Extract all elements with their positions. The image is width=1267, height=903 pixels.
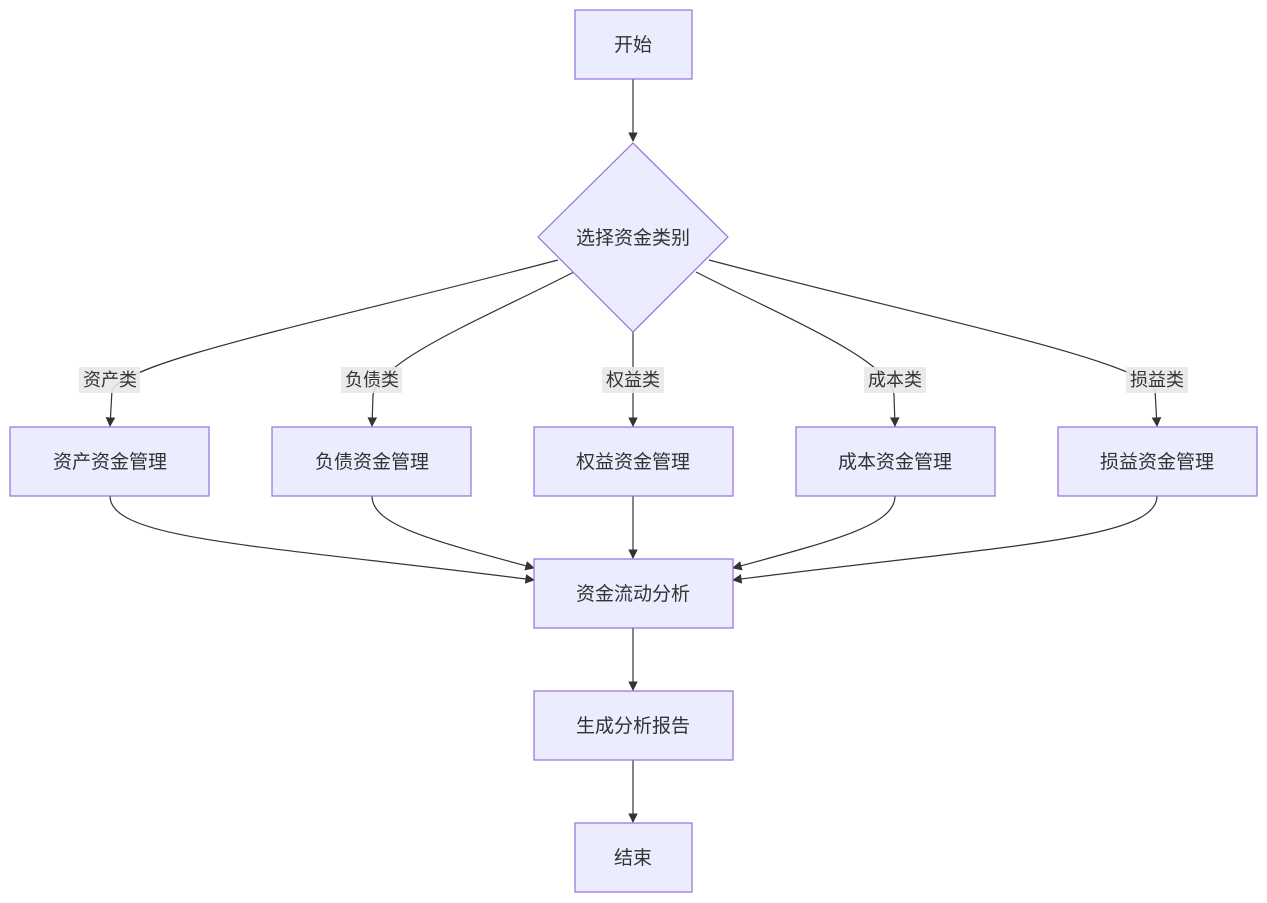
node-equity-mgmt-box	[533, 426, 734, 497]
edge-profit-to-flow	[732, 495, 1158, 584]
edge-label-bg	[341, 367, 402, 393]
node-flow-analysis-label: 资金流动分析	[576, 583, 690, 605]
node-liability-mgmt-box	[271, 426, 472, 497]
node-start[interactable]: 开始	[574, 9, 693, 80]
node-end-label: 结束	[614, 847, 652, 869]
node-report[interactable]: 生成分析报告	[533, 690, 734, 761]
node-select-category[interactable]: 选择资金类别	[537, 142, 729, 333]
edge-label-asset: 资产类	[79, 367, 140, 393]
edge-label-cost-text: 成本类	[868, 370, 922, 391]
edge-label-liability: 负债类	[341, 367, 402, 393]
node-report-box	[533, 690, 734, 761]
edge-label-asset-text: 资产类	[83, 370, 137, 391]
edge-select-to-cost	[695, 271, 900, 427]
node-cost-mgmt[interactable]: 成本资金管理	[795, 426, 996, 497]
decision-diamond	[537, 142, 729, 333]
node-cost-mgmt-label: 成本资金管理	[838, 451, 952, 473]
node-cost-mgmt-box	[795, 426, 996, 497]
node-profit-mgmt-box	[1057, 426, 1258, 497]
edge-select-to-liability	[367, 271, 575, 427]
edge-labels: 资产类 负债类 权益类 成本类 损益类	[79, 367, 1188, 393]
nodes: 开始 选择资金类别 资产资金管理 负债资金管理 权益资金管理 成本资金管理 损益…	[9, 9, 1258, 893]
edges	[105, 79, 1162, 823]
node-liability-mgmt[interactable]: 负债资金管理	[271, 426, 472, 497]
edge-label-equity: 权益类	[602, 367, 664, 393]
node-start-label: 开始	[614, 34, 652, 56]
node-asset-mgmt[interactable]: 资产资金管理	[9, 426, 210, 497]
node-report-label: 生成分析报告	[576, 715, 690, 737]
node-liability-mgmt-label: 负债资金管理	[315, 451, 429, 473]
edge-cost-to-flow	[732, 495, 896, 571]
node-equity-mgmt-label: 权益资金管理	[576, 451, 690, 473]
node-flow-analysis[interactable]: 资金流动分析	[533, 558, 734, 629]
edge-label-bg	[864, 367, 926, 393]
edge-select-to-asset	[105, 259, 559, 427]
edge-liability-to-flow	[371, 495, 535, 571]
edge-label-bg	[1126, 367, 1188, 393]
edge-label-profit: 损益类	[1126, 367, 1188, 393]
node-profit-mgmt-label: 损益资金管理	[1100, 451, 1214, 473]
edge-label-equity-text: 权益类	[606, 370, 660, 391]
edge-label-liability-text: 负债类	[345, 370, 399, 391]
node-end[interactable]: 结束	[574, 822, 693, 893]
edge-select-to-profit	[708, 259, 1162, 427]
node-start-box	[574, 9, 693, 80]
node-flow-analysis-box	[533, 558, 734, 629]
node-select-category-label: 选择资金类别	[576, 227, 690, 249]
edge-label-bg	[602, 367, 664, 393]
edge-label-profit-text: 损益类	[1130, 370, 1184, 391]
edge-asset-to-flow	[109, 495, 535, 584]
node-profit-mgmt[interactable]: 损益资金管理	[1057, 426, 1258, 497]
node-asset-mgmt-box	[9, 426, 210, 497]
node-equity-mgmt[interactable]: 权益资金管理	[533, 426, 734, 497]
edge-label-bg	[79, 367, 140, 393]
node-asset-mgmt-label: 资产资金管理	[53, 451, 167, 473]
edge-label-cost: 成本类	[864, 367, 926, 393]
node-end-box	[574, 822, 693, 893]
